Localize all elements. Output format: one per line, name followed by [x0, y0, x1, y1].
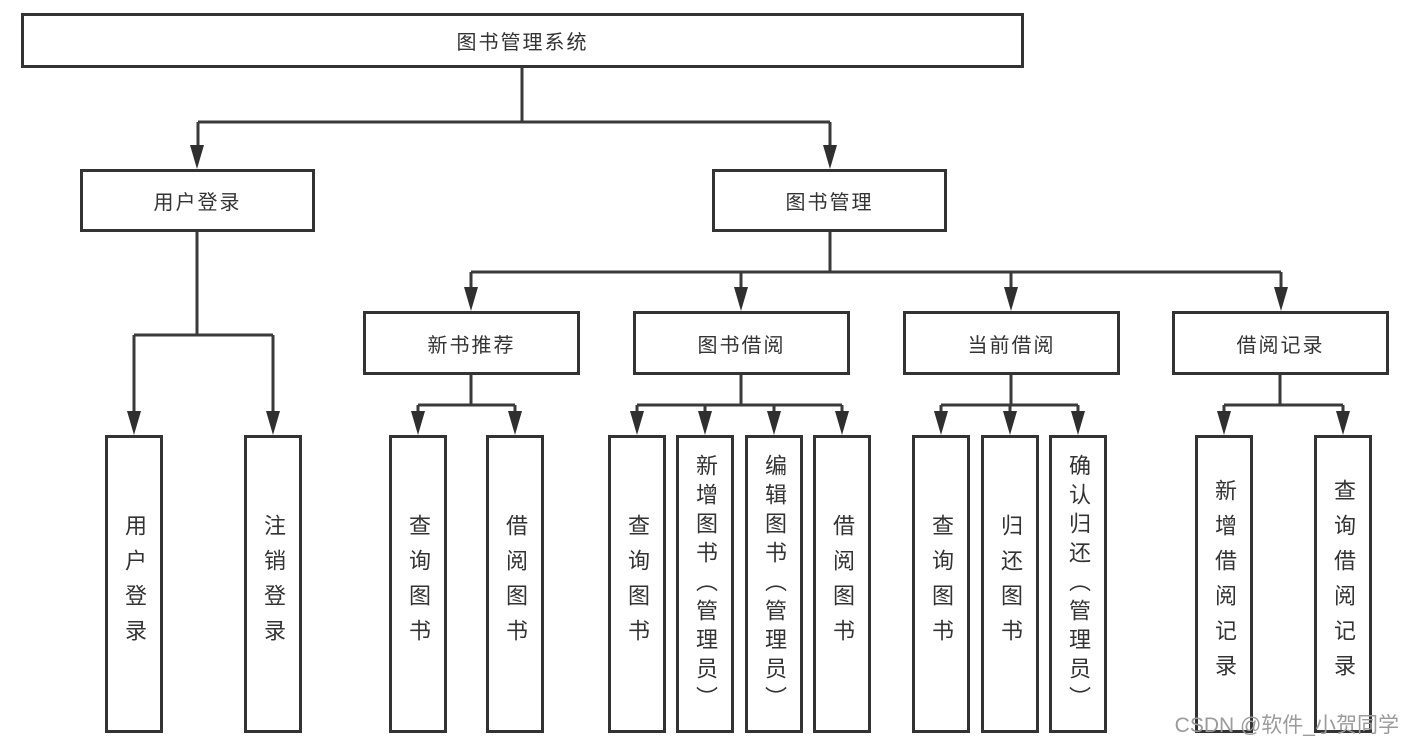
- node-label: 当前借阅: [967, 334, 1056, 357]
- arrow-down-icon: [734, 287, 748, 311]
- node-label: 确认归还（管理员）: [1066, 453, 1091, 715]
- arrow-down-icon: [823, 145, 837, 169]
- node-label: 查询图书: [929, 514, 954, 654]
- arrow-down-icon: [508, 411, 522, 435]
- leaf-query-books-recommend: 查询图书: [389, 435, 447, 733]
- leaf-user-login: 用户登录: [105, 435, 163, 733]
- node-label: 用户登录: [153, 192, 242, 214]
- leaf-query-borrow-record: 查询借阅记录: [1314, 435, 1372, 733]
- node-label: 新书推荐: [427, 334, 516, 357]
- node-label: 图书管理: [785, 192, 874, 214]
- arrow-down-icon: [190, 145, 204, 169]
- leaf-query-books-current: 查询图书: [912, 435, 970, 733]
- leaf-add-borrow-record: 新增借阅记录: [1195, 435, 1253, 733]
- node-label: 新增借阅记录: [1212, 479, 1237, 689]
- node-label: 借阅记录: [1236, 334, 1325, 357]
- node-label: 借阅图书: [503, 514, 528, 654]
- arrow-down-icon: [1336, 411, 1350, 435]
- node-label: 借阅图书: [830, 514, 855, 654]
- node-label: 图书管理系统: [456, 32, 589, 54]
- arrow-down-icon: [1003, 411, 1017, 435]
- trunk-newbook-to-leaves: [416, 375, 517, 417]
- leaf-return-books: 归还图书: [981, 435, 1039, 733]
- leaf-add-books-admin: 新增图书（管理员）: [676, 435, 734, 733]
- arrow-down-icon: [630, 411, 644, 435]
- node-label: 图书借阅: [697, 334, 786, 357]
- arrow-down-icon: [1217, 411, 1231, 435]
- arrow-down-icon: [835, 411, 849, 435]
- arrow-down-icon: [934, 411, 948, 435]
- arrow-down-icon: [698, 411, 712, 435]
- arrow-down-icon: [127, 411, 141, 435]
- leaf-confirm-return-admin: 确认归还（管理员）: [1049, 435, 1107, 733]
- trunk-currentborrow-to-leaves: [939, 375, 1080, 417]
- trunk-borrowrecords-to-leaves: [1222, 375, 1345, 417]
- arrowheads: [127, 145, 1350, 435]
- csdn-watermark: CSDN @软件_小贺同学: [1174, 714, 1399, 737]
- node-label: 编辑图书（管理员）: [762, 453, 787, 715]
- node-label: 注销登录: [261, 514, 286, 654]
- arrow-down-icon: [1071, 411, 1085, 435]
- arrow-down-icon: [1004, 287, 1018, 311]
- node-label: 查询图书: [406, 514, 431, 654]
- leaf-query-books-borrowing: 查询图书: [608, 435, 666, 733]
- node-borrow-records: 借阅记录: [1172, 311, 1389, 375]
- leaf-logout: 注销登录: [244, 435, 302, 733]
- node-root-system: 图书管理系统: [21, 13, 1024, 68]
- arrow-down-icon: [266, 411, 280, 435]
- trunk-userlogin-to-leaves: [132, 232, 275, 417]
- trunk-bookmgmt-to-level3: [469, 232, 1283, 292]
- node-book-management: 图书管理: [712, 169, 947, 232]
- node-label: 用户登录: [122, 514, 147, 654]
- arrow-down-icon: [464, 287, 478, 311]
- arrow-down-icon: [1274, 287, 1288, 311]
- node-new-book-recommend: 新书推荐: [363, 311, 580, 375]
- node-user-login: 用户登录: [80, 169, 315, 232]
- node-label: 查询借阅记录: [1331, 479, 1356, 689]
- node-label: 新增图书（管理员）: [693, 453, 718, 715]
- node-label: 归还图书: [998, 514, 1023, 654]
- arrow-down-icon: [767, 411, 781, 435]
- node-book-borrowing: 图书借阅: [633, 311, 850, 375]
- arrow-down-icon: [411, 411, 425, 435]
- node-current-borrowing: 当前借阅: [903, 311, 1120, 375]
- trunk-bookborrow-to-leaves: [635, 375, 844, 417]
- leaf-borrow-books-borrowing: 借阅图书: [813, 435, 871, 733]
- trunk-root-to-level2: [196, 68, 832, 150]
- node-label: 查询图书: [625, 514, 650, 654]
- leaf-edit-books-admin: 编辑图书（管理员）: [745, 435, 803, 733]
- leaf-borrow-books-recommend: 借阅图书: [486, 435, 544, 733]
